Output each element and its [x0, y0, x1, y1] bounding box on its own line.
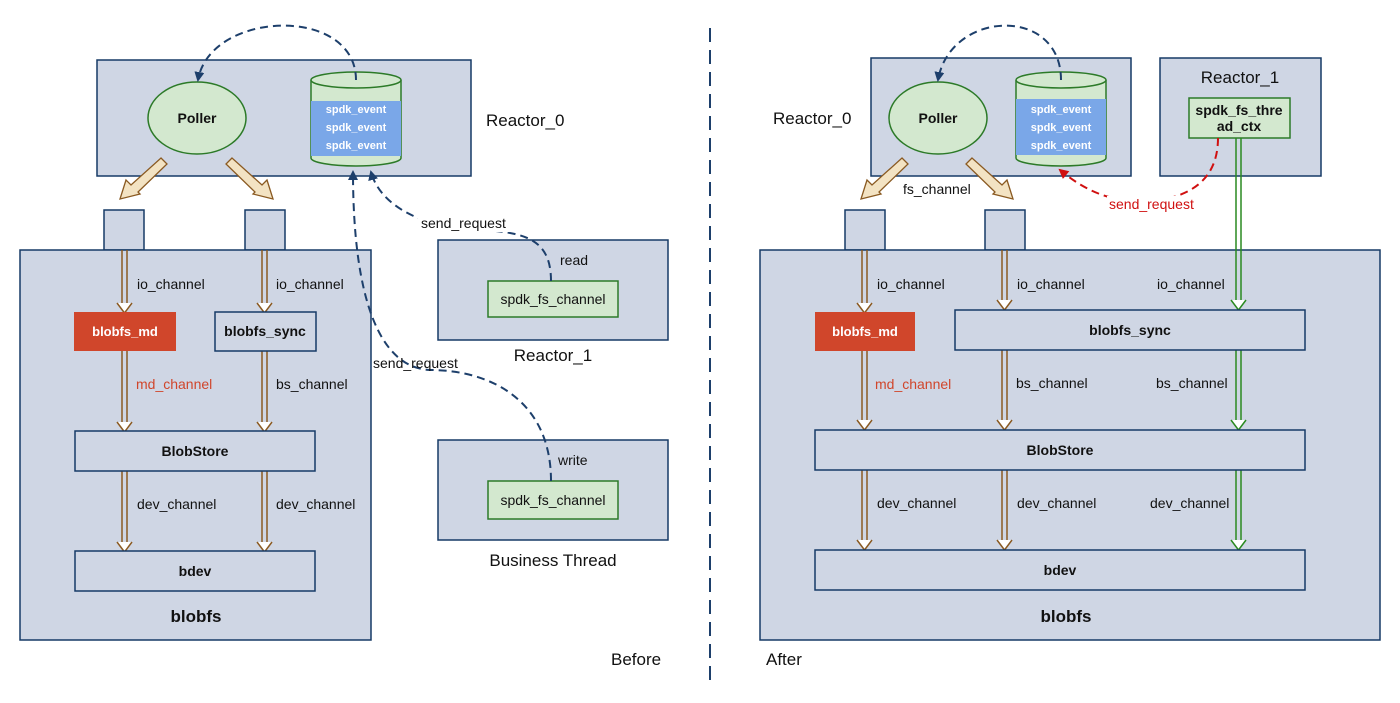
fs-thread-ctx-label: ad_ctx	[1217, 118, 1262, 134]
blobstore-box	[814, 429, 1306, 471]
io-channel-label: io_channel	[137, 276, 205, 292]
send-request-label: send_request	[421, 215, 506, 231]
label-bg	[1107, 196, 1195, 214]
poller-to-channel-arrow	[119, 157, 274, 200]
blobfs-md-label: blobfs_md	[92, 324, 158, 339]
dev-channel-label: dev_channel	[1017, 495, 1096, 511]
bdev-box	[74, 550, 316, 592]
event-item: spdk_event	[1031, 104, 1092, 116]
before-panel: Reactor_0 Poller spdk_event spdk_event s…	[19, 24, 669, 669]
send-request-arrow	[348, 170, 552, 482]
blobfs-md-box	[815, 312, 915, 351]
fs-channel-label: spdk_fs_channel	[500, 291, 605, 307]
event-dispatch-arrow	[194, 24, 357, 82]
fs-channel-box	[487, 280, 619, 318]
send-request-label: send_request	[373, 355, 458, 371]
md-channel-label: md_channel	[136, 376, 212, 392]
event-dispatch-arrow	[934, 24, 1062, 82]
fs-thread-ctx-label: spdk_fs_thre	[1195, 102, 1282, 118]
reactor1-label: Reactor_1	[1201, 68, 1279, 87]
bs-channel-label: bs_channel	[1156, 375, 1228, 391]
event-item: spdk_event	[326, 140, 387, 152]
dev-channel-label: dev_channel	[1150, 495, 1229, 511]
blobstore-label: BlobStore	[1027, 442, 1094, 458]
reactor1-label: Reactor_1	[514, 346, 592, 365]
bs-channel-label: bs_channel	[1016, 375, 1088, 391]
bdev-box	[814, 549, 1306, 591]
event-item: spdk_event	[1031, 122, 1092, 134]
blobfs-md-label: blobfs_md	[832, 324, 898, 339]
io-channel-label: io_channel	[1157, 276, 1225, 292]
dev-channel-label: dev_channel	[137, 496, 216, 512]
business-thread-label: Business Thread	[489, 551, 616, 570]
poller-label: Poller	[178, 110, 217, 126]
label-bg	[418, 214, 510, 232]
reactor0-label: Reactor_0	[486, 111, 564, 130]
channel-arrows	[121, 250, 268, 547]
blobfs-title: blobfs	[1041, 607, 1092, 626]
green-channel-arrows	[1235, 138, 1242, 545]
bdev-label: bdev	[1044, 562, 1077, 578]
read-label: read	[560, 252, 588, 268]
blobstore-box	[74, 430, 316, 472]
blobfs-sync-box	[954, 309, 1306, 351]
channel-square	[844, 209, 886, 251]
event-item: spdk_event	[326, 122, 387, 134]
event-item: spdk_event	[1031, 140, 1092, 152]
fs-channel-label: spdk_fs_channel	[500, 492, 605, 508]
dev-channel-label: dev_channel	[877, 495, 956, 511]
md-channel-label: md_channel	[875, 376, 951, 392]
fs-channel-box	[487, 480, 619, 520]
poller-label: Poller	[919, 110, 958, 126]
blobfs-sync-box	[214, 311, 317, 352]
blobfs-sync-label: blobfs_sync	[224, 323, 306, 339]
blobfs-sync-label: blobfs_sync	[1089, 322, 1171, 338]
poller-ellipse	[888, 81, 988, 155]
channel-square	[244, 209, 286, 251]
channel-square	[103, 209, 145, 251]
event-queue-cylinder: spdk_event spdk_event spdk_event	[310, 71, 402, 167]
blobfs-title: blobfs	[171, 607, 222, 626]
channel-arrows	[861, 250, 1008, 545]
event-item: spdk_event	[326, 104, 387, 116]
io-channel-label: io_channel	[276, 276, 344, 292]
after-caption: After	[766, 650, 802, 669]
poller-to-channel-arrow	[860, 157, 1014, 200]
io-channel-label: io_channel	[1017, 276, 1085, 292]
fs-thread-ctx-box	[1188, 97, 1291, 139]
reactor0-label: Reactor_0	[773, 109, 851, 128]
io-channel-label: io_channel	[877, 276, 945, 292]
blobstore-label: BlobStore	[162, 443, 229, 459]
after-panel: After Reactor_0 Poller spdk_event spdk_e…	[759, 24, 1381, 669]
send-request-label: send_request	[1109, 196, 1194, 212]
channel-square	[984, 209, 1026, 251]
fs-channel-label: fs_channel	[903, 181, 971, 197]
poller-ellipse	[147, 81, 247, 155]
write-label: write	[557, 452, 588, 468]
dev-channel-label: dev_channel	[276, 496, 355, 512]
event-queue-cylinder: spdk_event spdk_event spdk_event	[1015, 71, 1107, 167]
before-caption: Before	[611, 650, 661, 669]
bdev-label: bdev	[179, 563, 212, 579]
bs-channel-label: bs_channel	[276, 376, 348, 392]
blobfs-md-box	[74, 312, 176, 351]
